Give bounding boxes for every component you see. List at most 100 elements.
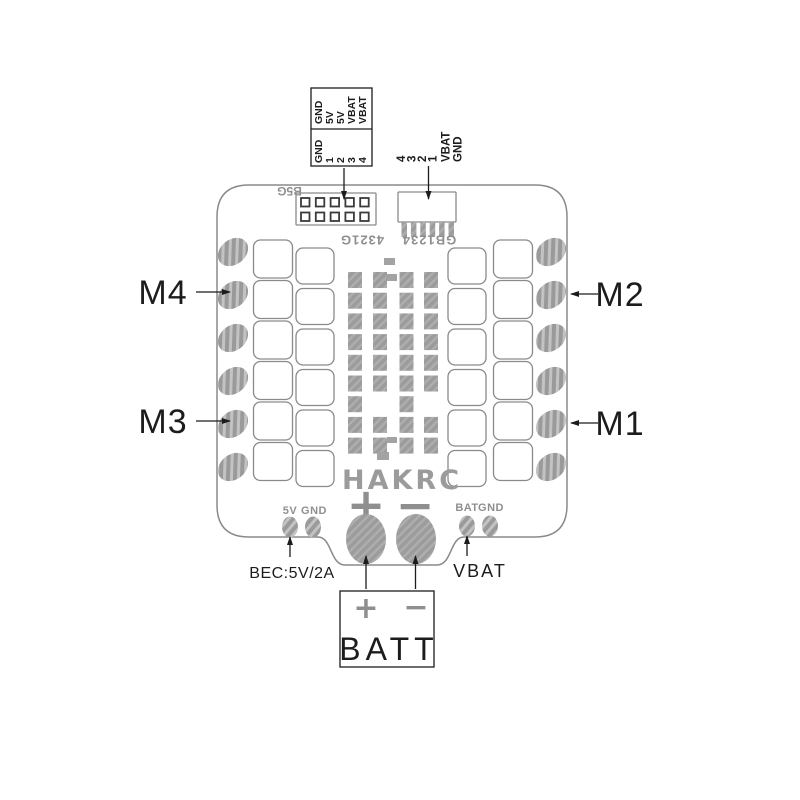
- via-c4-r9: [424, 437, 438, 454]
- esc-pad-c3-r4: [447, 368, 487, 407]
- header-pin-6: [300, 211, 311, 222]
- battery-minus: −: [403, 590, 428, 625]
- bec-label: BEC:5V/2A: [249, 565, 334, 582]
- esc-pad-c4-r6: [492, 441, 534, 482]
- pinout-row1-5V: 5V: [335, 111, 347, 124]
- esc-pad-c3-r5: [447, 409, 487, 447]
- pinout-row2-3: 3: [346, 157, 358, 163]
- connector-pin-1: 1: [428, 155, 440, 162]
- esc-pad-c2-r1: [295, 247, 335, 285]
- via-c1-r3: [348, 313, 362, 330]
- via-c3-r6: [399, 375, 414, 392]
- esc-pad-c4-r3: [492, 320, 534, 360]
- esc-pad-c3-r6: [447, 449, 487, 488]
- bec-output-pads: 5V GND: [282, 505, 326, 538]
- motor-pad-right-5: [535, 409, 567, 439]
- pinout-row2-4: 4: [357, 157, 369, 163]
- pdb-board: B5G 4321G GB1234 HAKRC 5V GND BAT GND: [216, 184, 568, 566]
- silkscreen-header-label: B5G: [277, 184, 302, 198]
- esc-pad-c2-r2: [295, 287, 335, 326]
- motor-label-M3: M3: [138, 403, 187, 441]
- motor-label-M4: M4: [138, 274, 187, 312]
- battery-plus: +: [353, 591, 378, 626]
- fiducial-marks: [377, 258, 397, 460]
- via-c4-r6: [424, 375, 438, 392]
- via-c1-r8: [348, 416, 362, 433]
- connector-leg-3: [420, 222, 426, 237]
- esc-pad-c4-r5: [492, 401, 534, 441]
- connector-leg-1: [401, 222, 407, 237]
- esc-pad-c1-r3: [252, 320, 294, 360]
- via-c2-r6: [373, 375, 387, 392]
- esc-pad-c3-r1: [447, 247, 487, 285]
- signal-connector-legs: [401, 222, 454, 237]
- pad-gnd-right: [482, 515, 498, 537]
- via-c1-r2: [348, 292, 362, 309]
- via-c3-r9: [399, 437, 414, 454]
- via-c1-r9: [348, 437, 362, 454]
- brand-logo: HAKRC: [342, 465, 462, 496]
- pinout-row1-GND: GND: [313, 100, 325, 124]
- silkscreen-left-group: 4321G: [340, 233, 384, 248]
- vbat-output-pads: BAT GND: [455, 502, 504, 537]
- via-c3-r7: [399, 396, 414, 413]
- battery-label: BATT: [339, 631, 438, 667]
- motor-pad-right-1: [535, 237, 567, 267]
- motor-pad-right-4: [535, 366, 567, 396]
- motor-pad-right-3: [535, 323, 567, 353]
- via-c4-r4: [424, 334, 438, 351]
- connector-pin-GND: GND: [453, 136, 465, 162]
- motor-pad-left-2: [217, 280, 249, 310]
- esc-pad-c3-r2: [447, 287, 487, 326]
- pad-gnd-left: [305, 516, 321, 538]
- motor-label-M2: M2: [595, 276, 644, 314]
- battery-solder-pads: + −: [346, 478, 436, 564]
- signal-connector-body: [397, 191, 457, 223]
- via-c3-r1: [399, 272, 414, 288]
- esc-pad-c4-r1: [492, 239, 534, 279]
- via-c1-r7: [348, 396, 362, 413]
- esc-pad-c2-r4: [295, 368, 335, 407]
- motor-label-M1: M1: [595, 405, 644, 443]
- via-c2-r5: [373, 354, 387, 371]
- esc-pad-c1-r5: [252, 401, 294, 441]
- via-c3-r8: [399, 416, 414, 433]
- header-pin-1: [300, 197, 311, 208]
- esc-pad-c1-r1: [252, 239, 294, 279]
- motor-solder-pads: [217, 237, 567, 482]
- via-c2-r8: [373, 416, 387, 433]
- pinout-row1-VBAT: VBAT: [346, 96, 358, 124]
- via-c2-r4: [373, 334, 387, 351]
- pad-batt-negative: [396, 514, 436, 564]
- pad-label-bat: BAT: [455, 502, 478, 514]
- motor-pad-left-1: [217, 237, 249, 267]
- esc-pad-c4-r4: [492, 360, 534, 401]
- silkscreen-right-group: GB1234: [402, 233, 456, 248]
- vbat-label: VBAT: [453, 561, 507, 581]
- via-c1-r5: [348, 354, 362, 371]
- header-pin-2: [314, 197, 326, 208]
- esc-pad-c2-r6: [295, 449, 335, 488]
- esc-pad-c2-r5: [295, 409, 335, 447]
- via-c3-r2: [399, 292, 414, 309]
- via-c4-r5: [424, 354, 438, 371]
- header-pin-8: [329, 211, 341, 222]
- pad-bat: [459, 515, 475, 537]
- via-c2-r3: [373, 313, 387, 330]
- esc-pad-c1-r6: [252, 441, 294, 482]
- connector-leg-5: [439, 222, 445, 237]
- via-c3-r5: [399, 354, 414, 371]
- via-c4-r8: [424, 416, 438, 433]
- connector-leg-6: [448, 222, 454, 237]
- pad-5v: [282, 516, 298, 538]
- pad-batt-positive: [346, 514, 386, 564]
- via-c2-r2: [373, 292, 387, 309]
- pad-label-gnd-right: GND: [478, 502, 504, 514]
- header-pin-4: [344, 197, 355, 208]
